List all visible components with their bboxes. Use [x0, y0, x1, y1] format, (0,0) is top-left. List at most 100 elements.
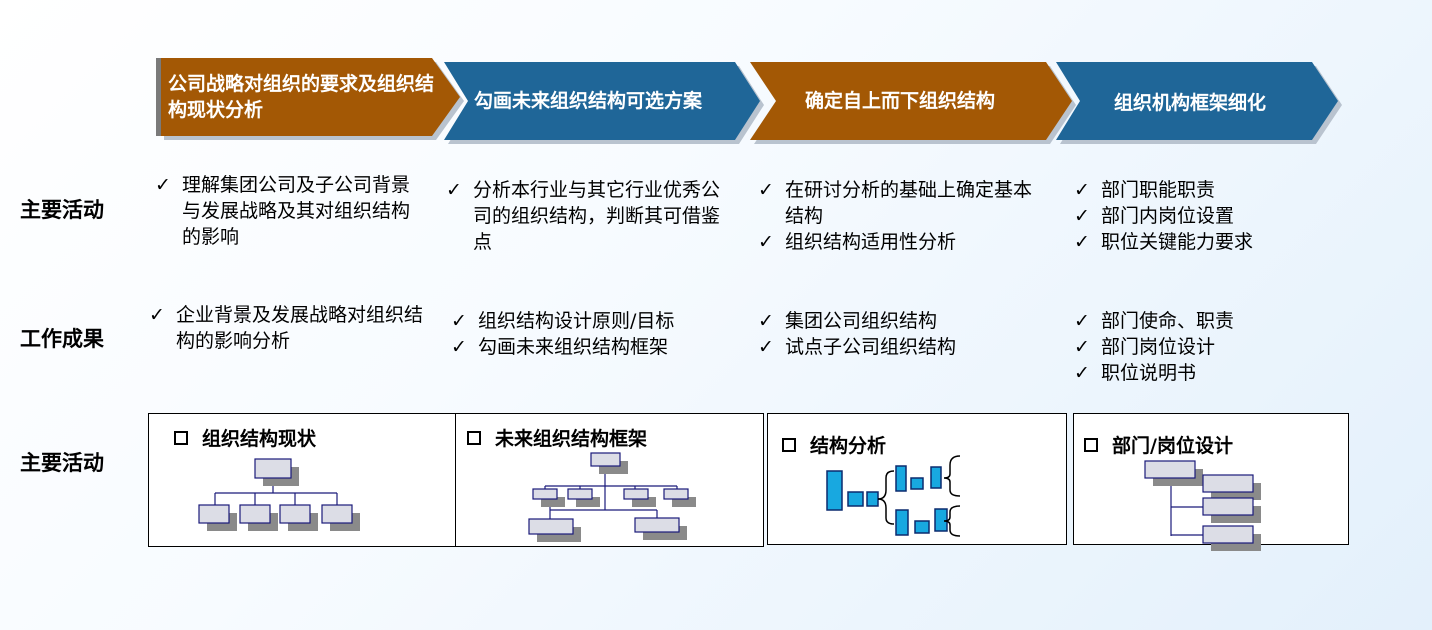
activities-phase-4: ✓部门职能职责 ✓部门内岗位设置 ✓职位关键能力要求	[1071, 177, 1371, 255]
diagram-title-2: 未来组织结构框架	[467, 424, 647, 451]
list-item: ✓理解集团公司及子公司背景与发展战略及其对组织结构的影响	[152, 172, 428, 250]
connector-line	[877, 498, 895, 525]
org-node-box	[1144, 460, 1196, 479]
org-node-box	[532, 488, 558, 500]
diagram-box-2	[455, 413, 764, 547]
analysis-bar	[895, 509, 909, 536]
check-icon: ✓	[1074, 205, 1090, 227]
org-node-shadow	[632, 497, 656, 507]
org-node	[623, 488, 656, 507]
analysis-bar	[934, 508, 948, 532]
activities-phase-2: ✓分析本行业与其它行业优秀公司的组织结构，判断其可借鉴点	[443, 177, 723, 255]
list-item: ✓企业背景及发展战略对组织结构的影响分析	[146, 302, 426, 354]
check-icon: ✓	[149, 304, 165, 326]
org-node	[532, 488, 565, 507]
checkbox-square-icon	[174, 430, 188, 445]
checkbox-square-icon	[782, 437, 796, 452]
org-node	[663, 488, 696, 507]
check-icon: ✓	[155, 174, 171, 196]
row-label-diagrams: 主要活动	[20, 451, 104, 475]
phase-label-1: 公司战略对组织的要求及组织结构现状分析	[168, 73, 435, 121]
list-item: ✓部门职能职责	[1071, 177, 1371, 203]
phase-label-3: 确定自上而下组织结构	[804, 90, 995, 112]
results-phase-4: ✓部门使命、职责 ✓部门岗位设计 ✓职位说明书	[1071, 308, 1371, 386]
org-node	[1144, 460, 1203, 486]
org-node-shadow	[541, 497, 565, 507]
list-item: ✓在研讨分析的基础上确定基本结构	[755, 177, 1045, 229]
check-icon: ✓	[758, 310, 774, 332]
phase-arrow-2	[444, 62, 764, 144]
check-icon: ✓	[1074, 231, 1090, 253]
org-node	[567, 488, 600, 507]
org-node	[1202, 474, 1261, 500]
org-node-box	[279, 504, 311, 524]
diagram-title-1: 组织结构现状	[174, 424, 316, 451]
list-item: ✓组织结构适用性分析	[755, 229, 1045, 255]
check-icon: ✓	[1074, 179, 1090, 201]
check-icon: ✓	[758, 336, 774, 358]
org-node	[321, 504, 360, 531]
check-icon: ✓	[758, 231, 774, 253]
org-node-box	[567, 488, 593, 500]
org-node	[198, 504, 237, 531]
phase-label-4: 组织机构框架细化	[1113, 92, 1266, 114]
org-node	[1202, 525, 1261, 551]
check-icon: ✓	[758, 179, 774, 201]
checkbox-square-icon	[1084, 437, 1098, 452]
phase-arrow-1	[160, 58, 464, 140]
list-item: ✓部门内岗位设置	[1071, 203, 1371, 229]
connector-line	[877, 470, 895, 500]
org-node	[254, 458, 299, 486]
phase-arrow-body	[750, 62, 1072, 140]
org-node-box	[321, 504, 353, 524]
results-phase-3: ✓集团公司组织结构 ✓试点子公司组织结构	[755, 308, 1045, 360]
org-node-box	[1202, 497, 1254, 516]
org-node-shadow	[672, 497, 696, 507]
list-item: ✓组织结构设计原则/目标	[448, 308, 738, 334]
analysis-bar	[910, 477, 924, 490]
org-node-box	[634, 517, 680, 533]
diagram-title-3: 结构分析	[782, 431, 886, 458]
list-item: ✓职位关键能力要求	[1071, 229, 1371, 255]
phase-arrow-body	[1056, 62, 1338, 140]
org-node	[634, 517, 687, 540]
row-label-results: 工作成果	[20, 327, 104, 351]
phase-arrow-4	[1056, 62, 1342, 144]
org-node-box	[663, 488, 689, 500]
list-item: ✓集团公司组织结构	[755, 308, 1045, 334]
org-node-box	[1202, 525, 1254, 544]
connector-line	[943, 455, 961, 497]
check-icon: ✓	[446, 179, 462, 201]
check-icon: ✓	[1074, 336, 1090, 358]
list-item: ✓试点子公司组织结构	[755, 334, 1045, 360]
list-item: ✓职位说明书	[1071, 360, 1371, 386]
org-node	[590, 452, 628, 474]
check-icon: ✓	[1074, 310, 1090, 332]
list-item: ✓分析本行业与其它行业优秀公司的组织结构，判断其可借鉴点	[443, 177, 723, 255]
list-item: ✓部门岗位设计	[1071, 334, 1371, 360]
org-node	[239, 504, 278, 531]
org-node-box	[239, 504, 271, 524]
activities-phase-1: ✓理解集团公司及子公司背景与发展战略及其对组织结构的影响	[152, 172, 428, 250]
phase-arrow-body	[160, 58, 460, 136]
analysis-bar	[930, 466, 942, 489]
analysis-bar	[826, 470, 843, 511]
list-item: ✓勾画未来组织结构框架	[448, 334, 738, 360]
analysis-bar	[847, 491, 864, 507]
results-phase-2: ✓组织结构设计原则/目标 ✓勾画未来组织结构框架	[448, 308, 738, 360]
phase-label-2: 勾画未来组织结构可选方案	[473, 90, 702, 112]
check-icon: ✓	[451, 310, 467, 332]
org-node-box	[198, 504, 230, 524]
org-node-box	[1202, 474, 1254, 493]
org-node-box	[623, 488, 649, 500]
org-node-shadow	[576, 497, 600, 507]
check-icon: ✓	[451, 336, 467, 358]
org-node-box	[528, 518, 574, 535]
activities-phase-3: ✓在研讨分析的基础上确定基本结构 ✓组织结构适用性分析	[755, 177, 1045, 255]
org-node	[279, 504, 318, 531]
results-phase-1: ✓企业背景及发展战略对组织结构的影响分析	[146, 302, 426, 354]
diagram-title-4: 部门/岗位设计	[1084, 431, 1233, 458]
phase-arrows	[156, 58, 1342, 144]
check-icon: ✓	[1074, 362, 1090, 384]
